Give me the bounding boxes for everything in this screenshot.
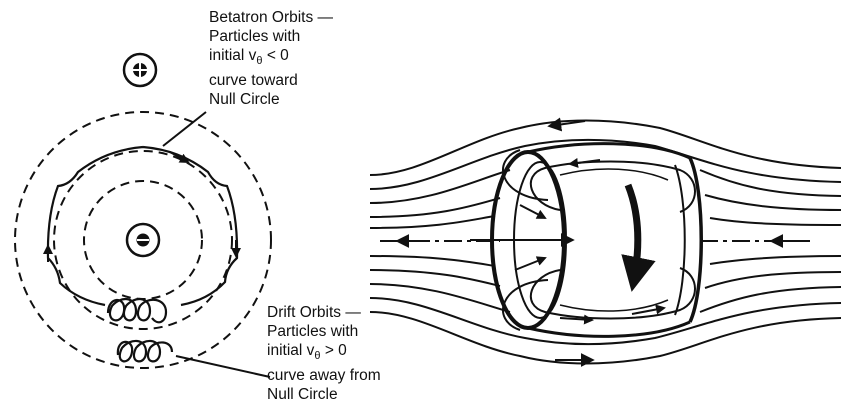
current-out-symbol (127, 224, 159, 256)
betatron-orbits-label: Betatron Orbits — Particles with initial… (209, 8, 333, 109)
betatron-line-1: Betatron Orbits — (209, 8, 333, 27)
betatron-line-3-post: < 0 (263, 47, 289, 64)
drift-line-1: Drift Orbits — (267, 303, 381, 322)
drift-line-3-text: initial v (267, 342, 314, 359)
drift-line-3: initial vθ > 0 (267, 341, 381, 366)
field-lines-lower (370, 256, 841, 364)
drift-coil-upper (108, 299, 166, 322)
betatron-line-4: curve toward (209, 71, 333, 90)
drift-line-2: Particles with (267, 322, 381, 341)
betatron-line-5: Null Circle (209, 90, 333, 109)
drift-line-5: Null Circle (267, 385, 381, 404)
loop-arrow-5 (515, 258, 545, 270)
current-into-symbol (124, 54, 156, 86)
coil-current-arrow (628, 185, 638, 285)
drift-coil-lower (118, 341, 172, 361)
betatron-line-3: initial vθ < 0 (209, 46, 333, 71)
drift-line-4: curve away from (267, 366, 381, 385)
drift-orbits-label: Drift Orbits — Particles with initial vθ… (267, 303, 381, 404)
loop-arrow-4 (520, 205, 545, 218)
betatron-leader-line (163, 112, 206, 146)
betatron-line-2: Particles with (209, 27, 333, 46)
drift-leader-line (176, 356, 270, 377)
right-panel (370, 121, 841, 364)
betatron-orbit (48, 147, 237, 305)
field-lines-upper (370, 121, 841, 229)
betatron-line-3-text: initial v (209, 47, 256, 64)
drift-line-3-post: > 0 (321, 342, 347, 359)
